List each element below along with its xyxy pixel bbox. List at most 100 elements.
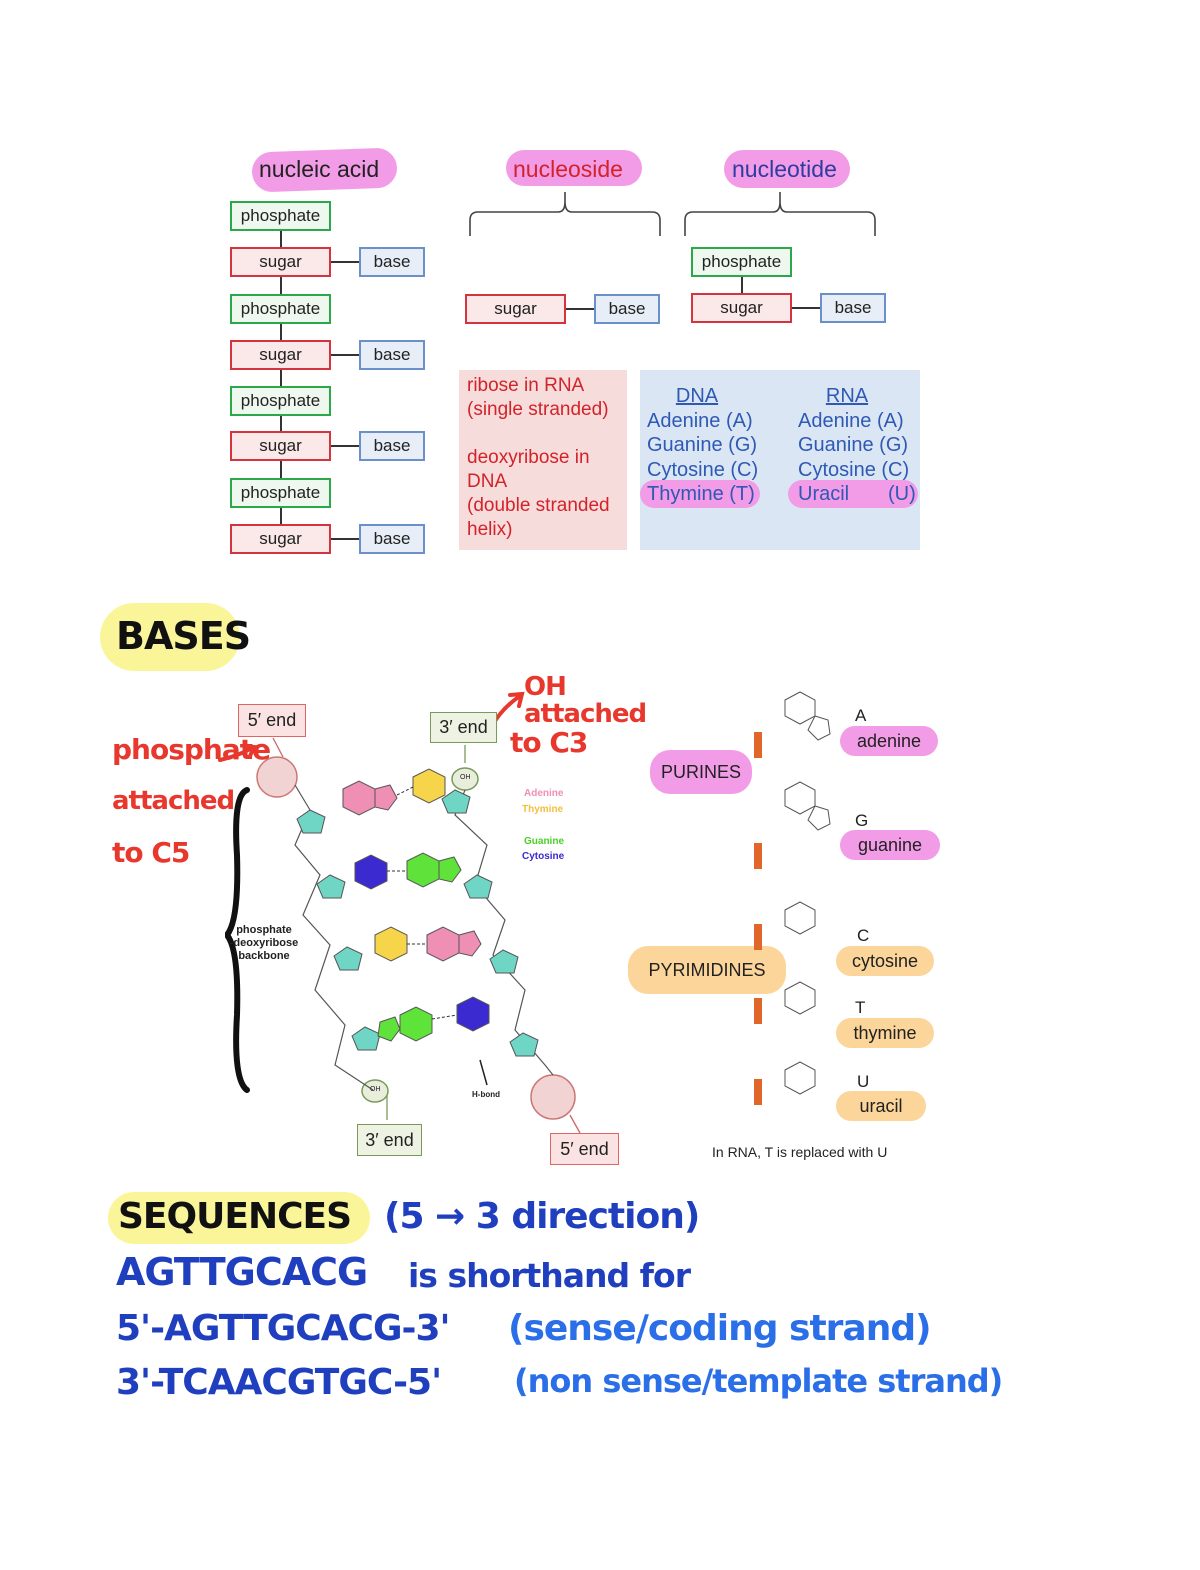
letter-t: T	[855, 998, 866, 1017]
oh-label-top: OH	[460, 774, 471, 781]
dna-base: Thymine (T)	[647, 483, 755, 505]
chain-base-1: base	[359, 247, 425, 277]
thymine-highlight	[640, 480, 760, 508]
chain-sugar-2: sugar	[230, 340, 331, 370]
nucleoside-brace	[469, 192, 661, 236]
five-prime-end-top: 5′ end	[238, 704, 306, 737]
chain-phosphate-4: phosphate	[230, 478, 331, 508]
nucleotide-base: base	[820, 293, 886, 323]
rna-base: Cytosine (C)	[798, 458, 910, 481]
guanine-label: guanine	[840, 830, 940, 860]
chain-phosphate-3: phosphate	[230, 386, 331, 416]
chain-base-4: base	[359, 524, 425, 554]
dna-base: Cytosine (C)	[647, 458, 759, 481]
rna-base: Guanine (G)	[798, 434, 909, 456]
backbone-label-line: backbone	[238, 950, 290, 962]
template-strand-sequence: 3'-TCAACGTGC-5'	[116, 1362, 442, 1403]
sequences-heading-highlight	[108, 1192, 370, 1244]
chain-link	[331, 261, 359, 263]
rna-header: RNA	[825, 385, 869, 407]
chain-base-3: base	[359, 431, 425, 461]
chain-link	[331, 445, 359, 447]
rna-replacement-note: In RNA, T is replaced with U	[712, 1144, 888, 1160]
rna-base: Uracil (U)	[798, 483, 916, 505]
letter-c: C	[857, 926, 870, 945]
backbone-label: phosphate -deoxyribose backbone	[224, 924, 304, 963]
sugar-tag-uracil	[754, 1079, 762, 1105]
phosphate-annotation: to C5	[112, 836, 190, 869]
backbone-label-line: phosphate	[236, 924, 292, 936]
chain-phosphate-1: phosphate	[230, 201, 331, 231]
oh-annotation: attached	[524, 699, 647, 729]
sugar-type-note: ribose in RNA (single stranded) deoxyrib…	[459, 370, 627, 550]
sugar-note-line: (double stranded	[467, 495, 610, 516]
nucleoside-base: base	[594, 294, 660, 324]
three-prime-end-bottom: 3′ end	[357, 1124, 422, 1156]
oh-annotation: to C3	[510, 726, 588, 759]
bases-heading: BASES	[116, 614, 251, 658]
pyrimidines-label: PYRIMIDINES	[628, 946, 786, 994]
chain-base-2: base	[359, 340, 425, 370]
nucleic-acid-title: nucleic acid	[259, 156, 380, 182]
nucleotide-link	[792, 307, 820, 309]
bases-heading-highlight	[100, 603, 240, 671]
nucleoside-sugar: sugar	[465, 294, 566, 324]
nucleotide-link-vertical	[741, 277, 743, 293]
letter-g: G	[855, 811, 869, 830]
three-prime-end-top: 3′ end	[430, 712, 497, 743]
sequences-heading: SEQUENCES	[118, 1196, 352, 1237]
backbone-label-line: -deoxyribose	[229, 937, 299, 949]
bases-table	[640, 370, 920, 550]
letter-u: U	[857, 1072, 870, 1091]
chain-sugar-4: sugar	[230, 524, 331, 554]
chain-sugar-1: sugar	[230, 247, 331, 277]
chain-backbone-line	[280, 230, 282, 526]
sugar-tag-adenine	[754, 732, 762, 758]
dna-base: Adenine (A)	[647, 409, 753, 432]
template-strand-label: (non sense/template strand)	[514, 1362, 1003, 1400]
nucleoside-link	[566, 308, 594, 310]
oh-annotation: OH	[524, 672, 567, 702]
uracil-label: uracil	[836, 1091, 926, 1121]
adenine-label: adenine	[840, 726, 938, 756]
sense-strand-label: (sense/coding strand)	[508, 1308, 932, 1349]
sugar-note-line: helix)	[467, 519, 513, 540]
sequence-direction: (5 → 3 direction)	[384, 1196, 700, 1237]
sugar-tag-cytosine	[754, 924, 762, 950]
sugar-tag-thymine	[754, 998, 762, 1024]
uracil-highlight	[788, 480, 918, 508]
sugar-note-line: DNA	[467, 471, 508, 492]
sequence-shorthand-text: is shorthand for	[408, 1256, 691, 1295]
sugar-note-line: (single stranded)	[467, 399, 609, 420]
rna-base: Adenine (A)	[798, 409, 904, 432]
dna-base: Guanine (G)	[647, 434, 758, 456]
nucleoside-title: nucleoside	[513, 156, 623, 182]
legend-cytosine: Cytosine	[522, 851, 565, 862]
chain-sugar-3: sugar	[230, 431, 331, 461]
cytosine-label: cytosine	[836, 946, 934, 976]
dna-header: DNA	[675, 385, 719, 407]
rna-bases-column: RNA Adenine (A) Guanine (G) Cytosine (C)…	[798, 384, 918, 507]
dna-bases-column: DNA Adenine (A) Guanine (G) Cytosine (C)…	[647, 384, 767, 507]
purines-label: PURINES	[650, 750, 752, 794]
dna-helix-diagram	[225, 737, 581, 1134]
letter-a: A	[855, 706, 867, 725]
nucleoside-highlight	[506, 150, 642, 186]
chain-phosphate-2: phosphate	[230, 294, 331, 324]
sugar-note-line: deoxyribose in	[467, 447, 590, 468]
sugar-note-line: ribose in RNA	[467, 375, 585, 396]
phosphate-arrow	[218, 744, 257, 762]
legend-thymine: Thymine	[522, 804, 564, 815]
nucleotide-phosphate: phosphate	[691, 247, 792, 277]
phosphate-annotation: phosphate	[112, 733, 271, 766]
sequence-shorthand: AGTTGCACG	[116, 1250, 368, 1294]
sugar-tag-guanine	[754, 843, 762, 869]
five-prime-end-bottom: 5′ end	[550, 1133, 619, 1165]
chain-link	[331, 354, 359, 356]
hbond-label: H-bond	[472, 1090, 500, 1099]
base-structures	[784, 691, 831, 1095]
oh-label-bottom: OH	[370, 1086, 381, 1093]
phosphate-annotation: attached	[112, 786, 235, 816]
nucleotide-brace	[684, 192, 876, 236]
legend-guanine: Guanine	[524, 836, 565, 847]
